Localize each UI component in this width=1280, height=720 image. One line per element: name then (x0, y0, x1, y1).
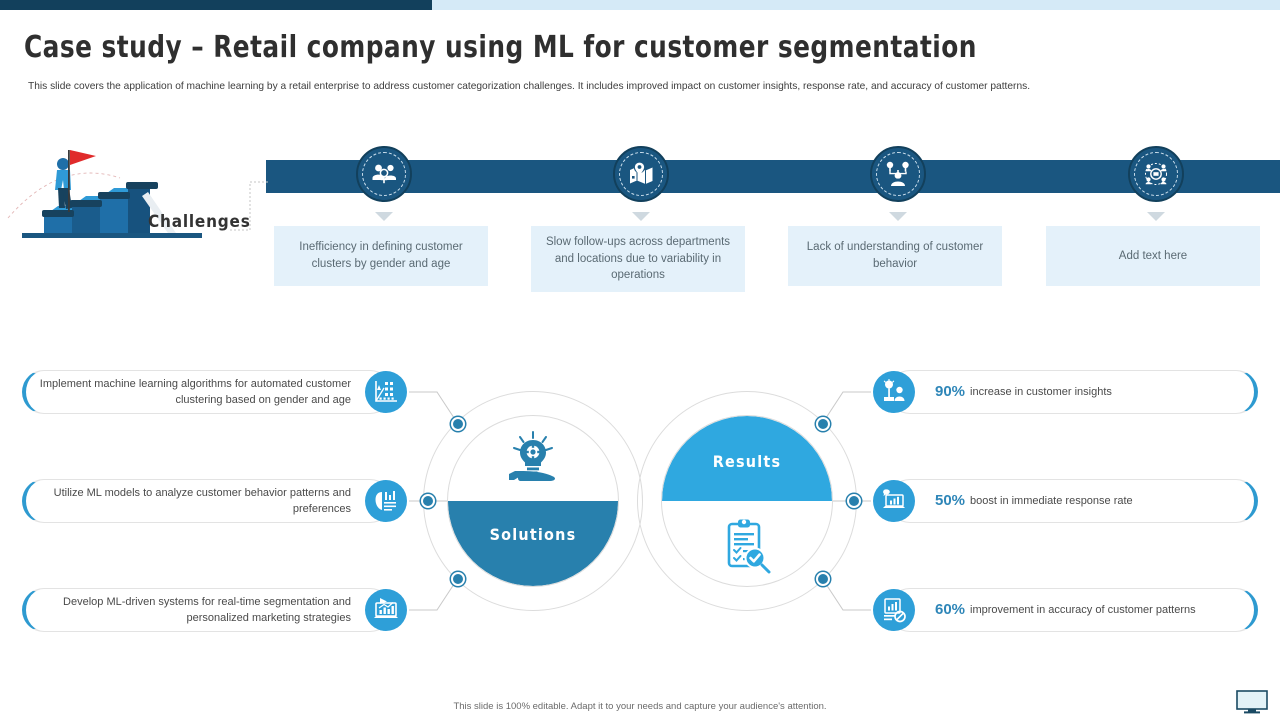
challenge-text-4: Add text here (1046, 226, 1260, 286)
response-laptop-icon (873, 480, 915, 522)
result-value-2: 50% (935, 491, 966, 509)
monitor-icon[interactable] (1236, 690, 1268, 714)
solution-text-2: Utilize ML models to analyze customer be… (53, 486, 351, 516)
solution-item-2[interactable]: Utilize ML models to analyze customer be… (22, 479, 407, 523)
result-text-1: increase in customer insights (970, 385, 1112, 398)
challenge-caret-2 (632, 212, 650, 221)
result-item-3[interactable]: 60% improvement in accuracy of customer … (873, 588, 1258, 632)
result-text-2: boost in immediate response rate (970, 494, 1133, 507)
solution-text-1: Implement machine learning algorithms fo… (39, 377, 351, 407)
map-location-icon (613, 146, 669, 202)
behavior-analysis-icon (365, 480, 407, 522)
connector-node-res-3 (816, 572, 830, 586)
page-subtitle: This slide covers the application of mac… (28, 80, 1031, 92)
challenge-caret-1 (375, 212, 393, 221)
challenge-text-1: Inefficiency in defining customer cluste… (274, 226, 488, 286)
solution-item-3[interactable]: Develop ML-driven systems for real-time … (22, 588, 407, 632)
result-text-3: improvement in accuracy of customer patt… (970, 603, 1196, 616)
challenges-illustration (7, 150, 202, 238)
challenge-caret-4 (1147, 212, 1165, 221)
solution-text-3: Develop ML-driven systems for real-time … (63, 595, 351, 625)
footer-note: This slide is 100% editable. Adapt it to… (453, 701, 827, 712)
accuracy-report-icon (873, 589, 915, 631)
checklist-verified-icon (727, 519, 771, 574)
solution-item-1[interactable]: Implement machine learning algorithms fo… (22, 370, 407, 414)
marketing-dashboard-icon (365, 589, 407, 631)
challenges-label: Challenges (148, 212, 251, 232)
challenges-banner-bar (266, 160, 1280, 193)
challenges-elbow-connector (230, 181, 270, 231)
challenge-text-3: Lack of understanding of customer behavi… (788, 226, 1002, 286)
result-item-1[interactable]: 90% increase in customer insights (873, 370, 1258, 414)
solutions-inner-circle (447, 415, 619, 587)
challenge-caret-3 (889, 212, 907, 221)
insight-bulb-person-icon (873, 371, 915, 413)
result-item-2[interactable]: 50% boost in immediate response rate (873, 479, 1258, 523)
customer-insight-person-icon (870, 146, 926, 202)
top-accent-bar-light (432, 0, 1280, 10)
result-value-3: 60% (935, 600, 966, 618)
gender-customers-icon (356, 146, 412, 202)
challenge-text-2: Slow follow-ups across departments and l… (531, 226, 745, 293)
result-value-1: 90% (935, 382, 966, 400)
results-hub-label: Results (712, 452, 782, 471)
connector-node-sol-1 (451, 417, 465, 431)
connector-node-sol-3 (451, 572, 465, 586)
page-title: Case study – Retail company using ML for… (24, 30, 977, 65)
connector-node-res-1 (816, 417, 830, 431)
top-accent-bar-dark (0, 0, 432, 10)
cluster-chart-icon (365, 371, 407, 413)
network-customers-icon (1128, 146, 1184, 202)
lightbulb-gear-in-hand-icon (509, 431, 555, 481)
connector-node-sol-2 (421, 494, 435, 508)
solutions-hub-label: Solutions (489, 525, 577, 544)
connector-node-res-2 (847, 494, 861, 508)
